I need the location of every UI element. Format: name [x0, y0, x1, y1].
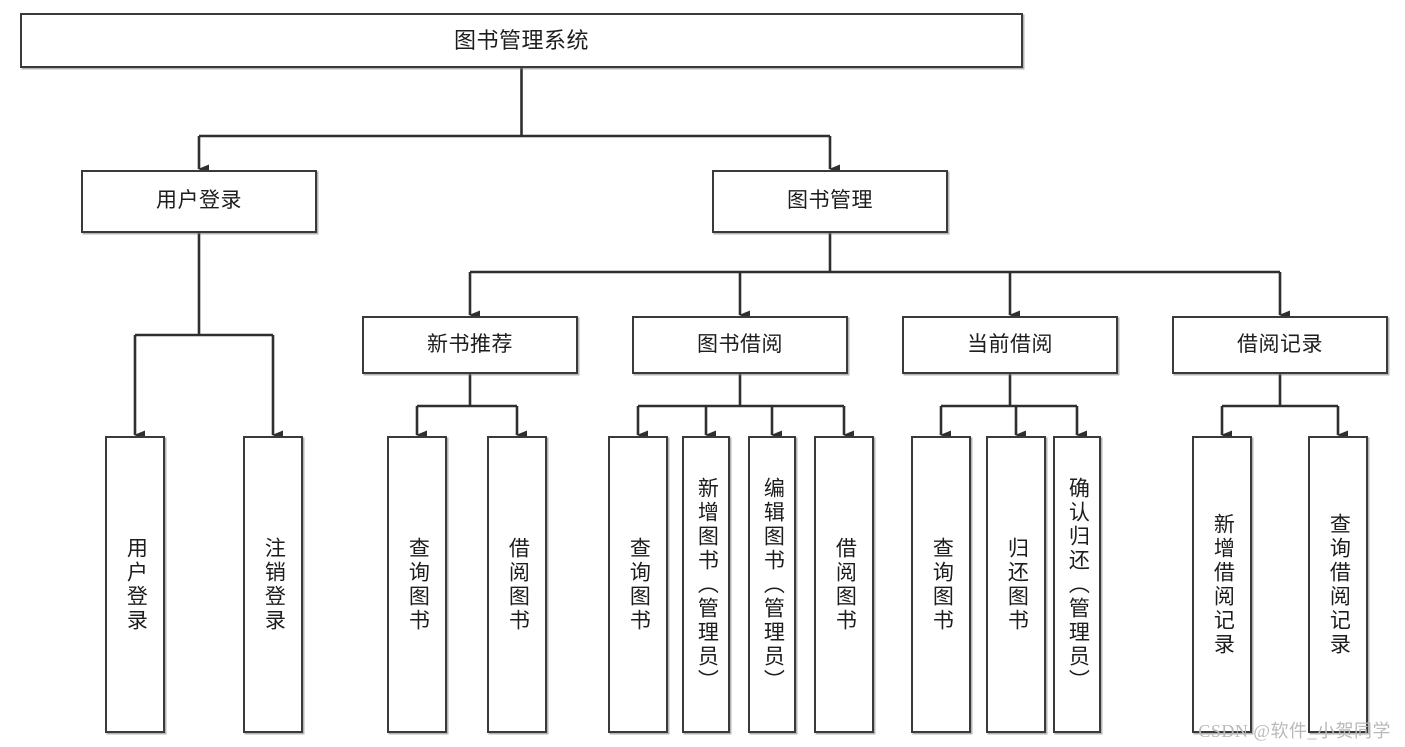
node-label-leaf-7: 借阅图书	[833, 536, 857, 633]
node-label-leaf-10: 确认归还（管理员）	[1066, 476, 1090, 693]
node-label-l2-1: 图书借阅	[697, 332, 783, 356]
node-label-leaf-5: 新增图书（管理员）	[695, 476, 719, 693]
node-label-l1-0: 用户登录	[156, 189, 242, 213]
node-box-leaf-2[interactable]: 查询图书	[387, 436, 447, 733]
node-label-leaf-1: 注销登录	[262, 536, 286, 633]
node-label-leaf-2: 查询图书	[406, 536, 430, 633]
node-label-leaf-8: 查询图书	[930, 536, 954, 633]
node-box-leaf-10[interactable]: 确认归还（管理员）	[1053, 436, 1101, 733]
node-label-leaf-6: 编辑图书（管理员）	[761, 476, 785, 693]
node-box-leaf-0[interactable]: 用户登录	[105, 436, 165, 733]
node-label-l2-0: 新书推荐	[427, 332, 513, 356]
node-label-leaf-0: 用户登录	[124, 536, 148, 633]
node-label-leaf-4: 查询图书	[627, 536, 651, 633]
node-box-l2-0[interactable]: 新书推荐	[362, 316, 578, 374]
node-box-leaf-8[interactable]: 查询图书	[911, 436, 971, 733]
node-box-l1-0[interactable]: 用户登录	[81, 170, 317, 233]
node-box-leaf-7[interactable]: 借阅图书	[814, 436, 874, 733]
node-box-leaf-11[interactable]: 新增借阅记录	[1192, 436, 1252, 733]
node-box-leaf-4[interactable]: 查询图书	[608, 436, 668, 733]
node-label-l1-1: 图书管理	[787, 189, 873, 213]
node-box-leaf-6[interactable]: 编辑图书（管理员）	[748, 436, 796, 733]
node-label-leaf-9: 归还图书	[1005, 536, 1029, 633]
node-label-l2-2: 当前借阅	[967, 332, 1053, 356]
node-box-leaf-3[interactable]: 借阅图书	[487, 436, 547, 733]
node-box-root[interactable]: 图书管理系统	[20, 13, 1023, 68]
node-box-leaf-9[interactable]: 归还图书	[986, 436, 1046, 733]
node-box-l1-1[interactable]: 图书管理	[712, 170, 948, 233]
node-label-l2-3: 借阅记录	[1237, 332, 1323, 356]
connector-group	[133, 68, 1348, 440]
node-box-l2-2[interactable]: 当前借阅	[902, 316, 1118, 374]
node-box-leaf-5[interactable]: 新增图书（管理员）	[682, 436, 730, 733]
node-box-leaf-12[interactable]: 查询借阅记录	[1308, 436, 1368, 733]
node-box-l2-3[interactable]: 借阅记录	[1172, 316, 1388, 374]
node-label-leaf-3: 借阅图书	[506, 536, 530, 633]
node-label-leaf-11: 新增借阅记录	[1211, 512, 1235, 657]
node-box-l2-1[interactable]: 图书借阅	[632, 316, 848, 374]
node-label-leaf-12: 查询借阅记录	[1327, 512, 1351, 657]
node-label-root: 图书管理系统	[453, 27, 589, 53]
node-box-leaf-1[interactable]: 注销登录	[243, 436, 303, 733]
